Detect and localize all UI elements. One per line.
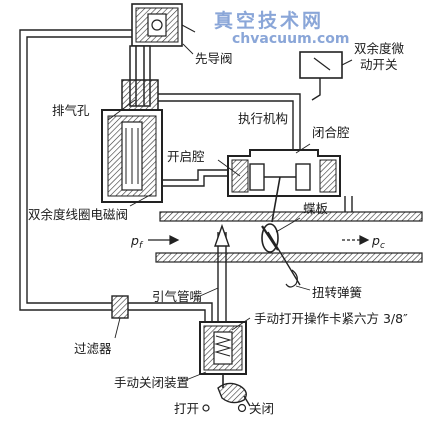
- control-line: [158, 93, 301, 187]
- label-micro-switch-line2: 动开关: [360, 57, 398, 72]
- bleed-nozzle: [214, 223, 230, 322]
- label-micro-switch-line1: 双余度微: [354, 41, 405, 56]
- label-outlet-pressure: pc: [372, 233, 385, 252]
- label-manual-close-device: 手动关闭装置: [114, 375, 190, 390]
- label-butterfly-plate: 蝶板: [303, 201, 329, 216]
- label-actuator: 执行机构: [238, 111, 289, 126]
- label-manual-open: 手动打开操作卡紧六方 3/8″: [254, 311, 408, 326]
- close-lever: [202, 382, 251, 413]
- label-close: 关闭: [249, 401, 275, 416]
- pilot-valve: [131, 3, 196, 47]
- bleed-pipe: [19, 29, 213, 330]
- label-open: 打开: [174, 401, 200, 416]
- solenoid-valve: [101, 109, 163, 203]
- label-closing-chamber: 闭合腔: [312, 125, 350, 140]
- label-torsion-spring: 扭转弹簧: [312, 285, 363, 300]
- pilot-stem: [121, 45, 159, 111]
- label-solenoid-valve: 双余度线圈电磁阀: [28, 207, 129, 222]
- micro-switch: [299, 51, 353, 101]
- label-inlet-pressure: pf: [131, 233, 143, 252]
- label-opening-chamber: 开启腔: [167, 149, 205, 164]
- butterfly-plate: [261, 223, 301, 288]
- label-vent-hole: 排气孔: [52, 103, 90, 118]
- watermark-url: chvacuum.com: [232, 31, 350, 47]
- label-pilot-valve: 先导阀: [195, 51, 233, 66]
- label-bleed-nozzle: 引气管嘴: [152, 289, 203, 304]
- manual-close-device: [199, 321, 247, 388]
- main-duct: [155, 196, 423, 263]
- watermark-title: 真空技术网: [214, 10, 325, 32]
- filter: [111, 295, 129, 319]
- flow-arrows: [148, 235, 370, 245]
- leader-lines: [107, 43, 311, 381]
- label-filter: 过滤器: [74, 341, 112, 356]
